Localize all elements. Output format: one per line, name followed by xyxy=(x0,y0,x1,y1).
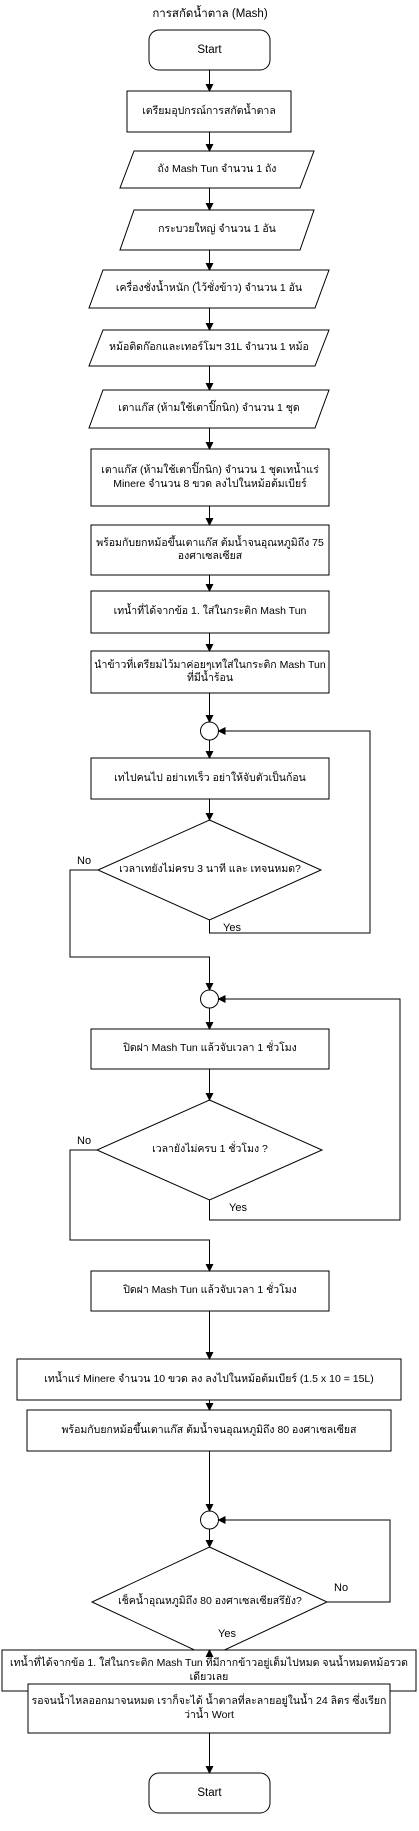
start-bottom-label: Start xyxy=(197,1786,222,1799)
decision-3min-label: เวลาเทยังไม่ครบ 3 นาที และ เทจนหมด? xyxy=(119,863,301,876)
merge-connector-3 xyxy=(200,1510,219,1530)
pour-10-step-box xyxy=(16,1358,402,1401)
start-top-label: Start xyxy=(197,43,222,56)
pour-over-step-label: เทน้ำที่ได้จากข้อ 1. ใส่ในกระติก Mash Tu… xyxy=(10,1657,408,1683)
pot-io-shape xyxy=(88,329,330,367)
close-lid-2-step-box xyxy=(90,1270,330,1312)
no-label-2: No xyxy=(77,1135,92,1147)
merge-connector-2 xyxy=(200,989,219,1009)
decision-80-label: เช็คน้ำอุณหภูมิถึง 80 องศาเซลเซียสรึยัง? xyxy=(118,1595,302,1608)
yes-label-1: Yes xyxy=(223,922,241,934)
yes-label-2: Yes xyxy=(229,1202,247,1214)
diagram-title: การสกัดน้ำตาล (Mash) xyxy=(152,7,268,20)
heat-75-step-label: พร้อมกับยกหม้อขึ้นเตาแก๊ส ต้มน้ำจนอุณหภู… xyxy=(96,536,324,562)
add-rice-step-label: นำข้าวที่เตรียมไว้มาค่อยๆเทใส่ในกระติก M… xyxy=(94,658,326,684)
stove-io-label: เตาแก๊ส (ห้ามใช้เตาปิ๊กนิก) จำนวน 1 ชุด xyxy=(118,402,300,415)
pour-water-step-label: เตาแก๊ส (ห้ามใช้เตาปิ๊กนิก) จำนวน 1 ชุดเ… xyxy=(101,464,319,490)
heat-80-step-label: พร้อมกับยกหม้อขึ้นเตาแก๊ส ต้มน้ำจนอุณหภู… xyxy=(61,1423,357,1436)
yes-label-3: Yes xyxy=(218,1628,236,1640)
prepare-step-box xyxy=(126,90,292,133)
pour-10-step-label: เทน้ำแร่ Minere จำนวน 10 ขวด ลง ลงไปในหม… xyxy=(44,1372,374,1385)
merge-connector-1 xyxy=(200,721,219,741)
big-scoop-io-shape xyxy=(119,209,315,251)
close-lid-1-step-label: ปิดฝา Mash Tun แล้วจับเวลา 1 ชั่วโมง xyxy=(123,1042,297,1055)
no-label-3: No xyxy=(334,1582,349,1594)
mash-tun-io-shape xyxy=(119,150,315,189)
mash-tun-io-label: ถัง Mash Tun จำนวน 1 ถัง xyxy=(157,162,277,175)
prepare-step-label: เตรียมอุปกรณ์การสกัดน้ำตาล xyxy=(142,104,276,117)
wait-wort-step-label: รอจนน้ำไหลออกมาจนหมด เราก็จะได้ น้ำตาลที… xyxy=(31,1695,387,1721)
close-lid-1-step-box xyxy=(90,1028,330,1070)
scale-io-label: เครื่องชั่งน้ำหนัก (ไว้ชั่งข้าว) จำนวน 1… xyxy=(115,282,303,295)
pour-into-tun-step-label: เทน้ำที่ได้จากข้อ 1. ใส่ในกระติก Mash Tu… xyxy=(113,605,307,618)
scale-io-shape xyxy=(88,269,330,309)
no-label-1: No xyxy=(77,855,92,867)
close-lid-2-step-label: ปิดฝา Mash Tun แล้วจับเวลา 1 ชั่วโมง xyxy=(123,1284,297,1297)
connectors xyxy=(69,70,401,1774)
decision-1hr-label: เวลายังไม่ครบ 1 ชั่วโมง ? xyxy=(152,1143,268,1156)
big-scoop-io-label: กระบวยใหญ่ จำนวน 1 อัน xyxy=(158,223,276,236)
stove-io-shape xyxy=(88,389,330,429)
pour-slow-step-label: เทไปคนไป อย่าเทเร็ว อย่าให้จับตัวเป็นก้อ… xyxy=(114,771,306,784)
heat-80-step-box xyxy=(26,1409,392,1452)
pot-io-label: หม้อติดก๊อกและเทอร์โมฯ 31L จำนวน 1 หม้อ xyxy=(109,341,309,354)
wait-wort-step-box xyxy=(27,1683,391,1734)
